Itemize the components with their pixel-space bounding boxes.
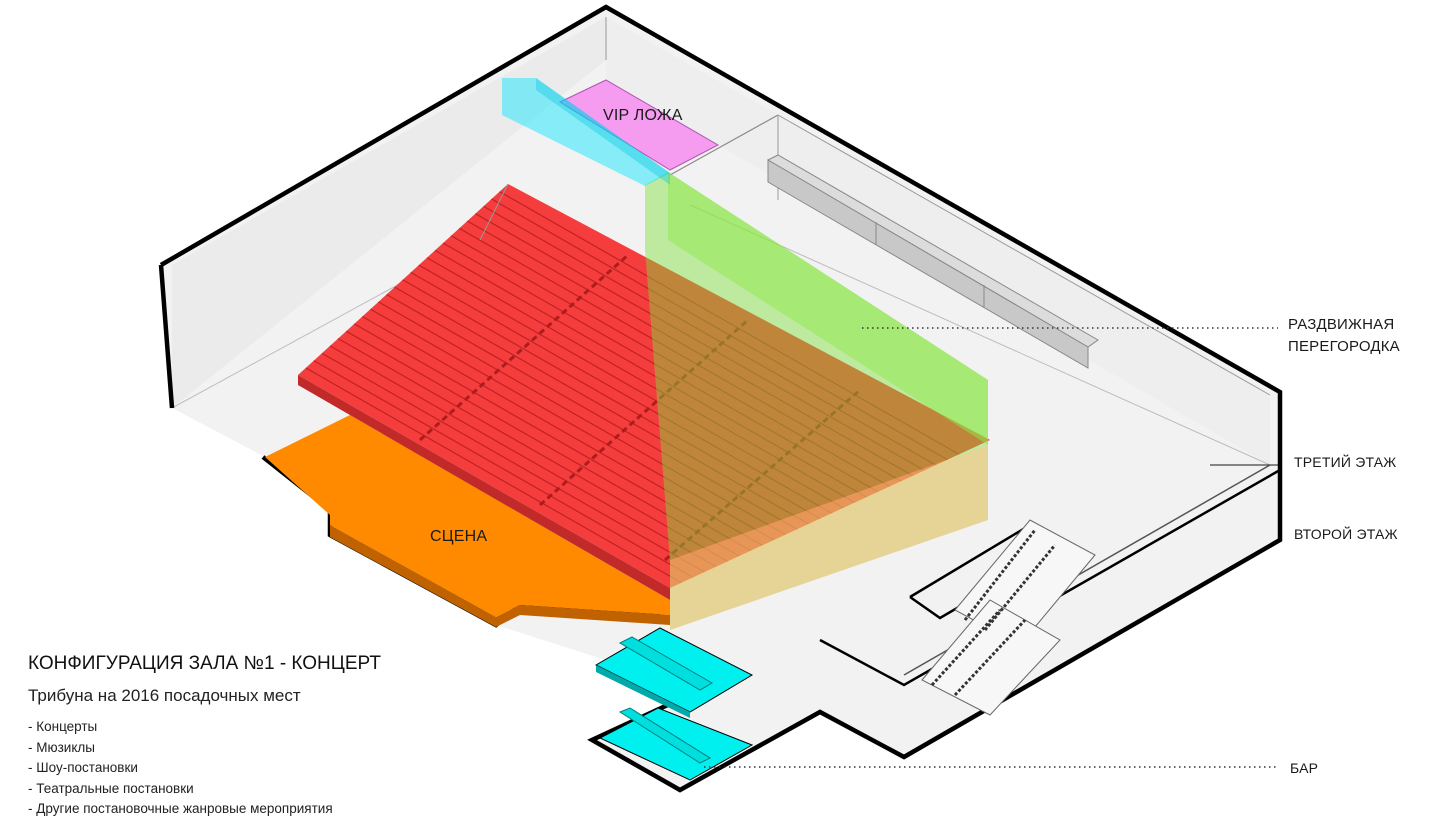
config-subtitle: Трибуна на 2016 посадочных мест (28, 686, 301, 705)
seat-row-line (415, 238, 990, 588)
partition-callout-line1: РАЗДВИЖНАЯ (1288, 316, 1395, 333)
aisle-line (664, 388, 861, 562)
config-title: КОНФИГУРАЦИЯ ЗАЛА №1 - КОНЦЕРТ (28, 653, 381, 674)
seat-row-line (423, 231, 990, 588)
vip-label: VIP ЛОЖА (603, 107, 683, 124)
seat-row-line (342, 304, 990, 588)
list-item: Театральные постановки (28, 779, 333, 800)
list-item: Мюзиклы (28, 738, 333, 759)
wall-benches (766, 154, 1099, 369)
seat-row-line (358, 290, 990, 588)
seat-row-line (479, 184, 990, 588)
partition-callout: РАЗДВИЖНАЯ ПЕРЕГОРОДКА (1288, 314, 1400, 358)
list-item: Другие постановочные жанровые мероприяти… (28, 799, 332, 820)
seating-tribune (298, 183, 990, 600)
seat-row-line (439, 216, 990, 588)
sliding-partition (645, 172, 988, 630)
left-inner-wall (172, 17, 606, 408)
list-item: Концерты (28, 717, 333, 738)
seat-row-line (374, 275, 990, 588)
back-inner-wall (606, 17, 1270, 465)
callout-leaders (704, 327, 1278, 768)
list-item: Шоу-постановки (28, 758, 333, 779)
third-floor-label: ТРЕТИЙ ЭТАЖ (1294, 454, 1397, 470)
bar-area (594, 627, 754, 781)
seat-row-line (382, 267, 990, 588)
partition-callout-line2: ПЕРЕГОРОДКА (1288, 338, 1400, 355)
seat-row-line (447, 209, 990, 588)
stage-label: СЦЕНА (430, 528, 488, 545)
seat-row-line (431, 223, 990, 588)
bar-label: БАР (1290, 760, 1319, 776)
stage (265, 415, 670, 627)
second-floor-label: ВТОРОЙ ЭТАЖ (1294, 526, 1398, 542)
seat-row-line (455, 201, 990, 588)
seat-row-line (398, 253, 990, 588)
event-type-list: Концерты Мюзиклы Шоу-постановки Театраль… (28, 717, 333, 820)
vip-box (502, 78, 720, 186)
seat-row-line (463, 194, 990, 588)
seat-row-line (471, 187, 990, 588)
seat-row-line (366, 282, 990, 588)
seat-row-line (390, 260, 990, 588)
aisle-line (539, 318, 749, 507)
outer-outline (159, 4, 1283, 793)
staircase (921, 519, 1096, 716)
aisle-line (419, 253, 629, 442)
seat-row-line (350, 297, 990, 588)
seat-row-line (406, 245, 990, 588)
